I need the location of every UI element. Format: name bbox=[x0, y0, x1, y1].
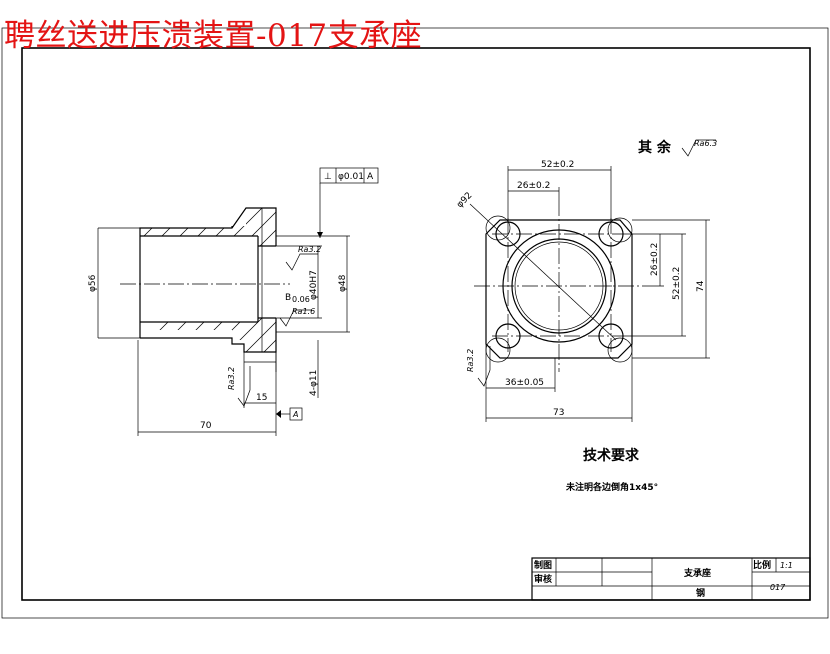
notes-line-1: 未注明各边倒角1x45° bbox=[565, 481, 658, 493]
notes-heading: 技术要求 bbox=[583, 447, 640, 464]
dim-flange: 15 bbox=[256, 393, 267, 403]
tolerance-symbol: ⊥ bbox=[324, 172, 332, 182]
title-block-scale-value: 1:1 bbox=[780, 561, 793, 570]
title-block-scale-label: 比例 bbox=[753, 559, 771, 571]
side-view: φ92 52±0.2 26±0.2 26±0.2 52±0.2 74 36±0.… bbox=[455, 139, 717, 422]
roughness-face: Ra3.2 bbox=[227, 367, 236, 390]
dim-width: 73 bbox=[553, 408, 564, 418]
rest-roughness-label: 其 余 bbox=[638, 139, 672, 156]
tolerance-value: φ0.01 bbox=[338, 172, 364, 182]
title-block-material: 钢 bbox=[696, 587, 705, 599]
sheet-outer-frame bbox=[1, 27, 829, 619]
dim-bottom-offset: 36±0.05 bbox=[505, 378, 544, 388]
rest-roughness-value: Ra6.3 bbox=[694, 139, 717, 148]
sheet-inner-frame bbox=[21, 47, 811, 601]
title-block: 制图 审核 支承座 比例 1:1 钢 017 bbox=[531, 557, 811, 601]
roughness-bore-bottom: Ra1.6 bbox=[292, 307, 315, 316]
dim-hole-count: 4-φ11 bbox=[309, 370, 319, 396]
dim-height: 74 bbox=[696, 280, 706, 292]
title-block-drawn: 制图 bbox=[534, 559, 552, 571]
dim-dia-shoulder: φ48 bbox=[338, 274, 348, 292]
page-title: 聘丝送进压溃装置-017支承座 bbox=[4, 18, 423, 54]
title-block-checked: 审核 bbox=[534, 573, 552, 585]
dim-dia-outer: φ56 bbox=[88, 274, 98, 292]
front-outline-top bbox=[139, 207, 277, 338]
dim-hole-pitch-y: 52±0.2 bbox=[672, 267, 682, 300]
roughness-edge: Ra3.2 bbox=[466, 349, 475, 372]
title-block-part-name: 支承座 bbox=[683, 567, 711, 579]
datum-a-label: A bbox=[292, 410, 298, 419]
tolerance-datum: A bbox=[367, 172, 374, 182]
roughness-bore-top: Ra3.2 bbox=[298, 245, 321, 254]
front-section-view: φ56 φ40H7 φ48 4-φ11 70 15 A ⊥ φ0.01 bbox=[88, 167, 379, 436]
datum-b-label: B bbox=[285, 293, 291, 303]
dim-hole-half-y: 26±0.2 bbox=[650, 243, 660, 276]
datum-b-sub: 0.06 bbox=[292, 295, 310, 304]
side-outer-profile bbox=[485, 219, 633, 359]
dim-hole-pitch-x: 52±0.2 bbox=[541, 160, 574, 170]
dim-length: 70 bbox=[200, 421, 212, 431]
dim-hole-half-x: 26±0.2 bbox=[517, 181, 550, 191]
title-block-drawing-no: 017 bbox=[770, 583, 786, 592]
dim-dia-bore: φ40H7 bbox=[309, 270, 319, 300]
dim-circle: φ92 bbox=[455, 191, 474, 210]
